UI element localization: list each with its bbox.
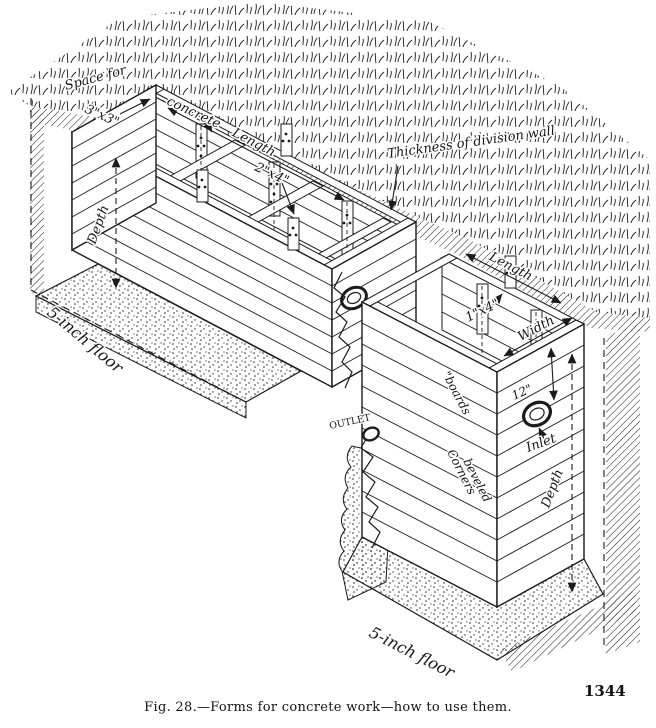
figure-illustration: Space for concrete 3"x3" Length 2"x4" Th… xyxy=(8,2,650,700)
size-3x3-leader xyxy=(119,98,151,115)
size-2x4-leader xyxy=(281,182,295,215)
plate-number: 1344 xyxy=(584,682,626,700)
size-1x4-leader xyxy=(486,293,503,313)
length-right-arrow xyxy=(465,253,562,304)
forms-for-concrete-drawing: Space for concrete 3"x3" Length 2"x4" Th… xyxy=(8,2,650,700)
length-top-arrow xyxy=(167,107,345,201)
outlet-pipe-hole xyxy=(340,285,368,311)
concrete-leader xyxy=(199,111,213,133)
thickness-leader xyxy=(388,165,399,211)
label-floor-bottom: 5-inch floor xyxy=(366,623,459,683)
outlet-pipe-stub xyxy=(362,426,380,442)
torn-board-edge xyxy=(333,271,353,389)
torn-board-edge xyxy=(360,431,381,549)
width-arrow xyxy=(503,317,573,357)
twelve-inch-arrow xyxy=(547,347,558,401)
figure-caption: Fig. 28.—Forms for concrete work—how to … xyxy=(144,700,512,715)
inlet-leader xyxy=(538,427,547,442)
inlet-pipe-hole xyxy=(522,400,552,428)
dimension-arrows xyxy=(111,98,577,593)
